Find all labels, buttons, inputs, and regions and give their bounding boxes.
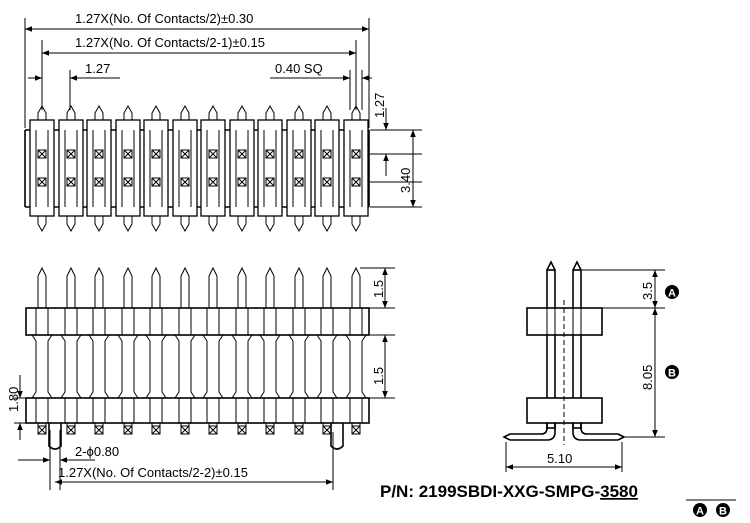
part-number-prefix: P/N: 2199SBDI-XXG-SMPG- xyxy=(380,482,600,501)
front-view: 1.5 1.5 1.80 2-ϕ0.80 1.27X(No. Of Contac… xyxy=(6,266,395,490)
dim-front-left: 1.80 xyxy=(6,387,21,412)
dim-bottom-span: 1.27X(No. Of Contacts/2-2)±0.15 xyxy=(58,465,248,480)
marker-a-icon: A xyxy=(665,285,679,300)
svg-text:P/N: 2199SBDI-XXG-SMPG-3580: P/N: 2199SBDI-XXG-SMPG-3580 xyxy=(380,482,638,501)
part-number: P/N: 2199SBDI-XXG-SMPG-3580 A B xyxy=(380,482,736,518)
front-pin xyxy=(259,266,281,435)
front-pin xyxy=(145,266,167,435)
side-view: 3.5 8.05 A B 5.10 xyxy=(502,260,679,472)
top-pin xyxy=(86,104,112,233)
dim-front-mid: 1.5 xyxy=(371,367,386,385)
top-pin xyxy=(257,104,283,233)
pn-marker-b-icon: B xyxy=(716,503,730,518)
dim-hole: 2-ϕ0.80 xyxy=(75,444,119,459)
front-locating-posts xyxy=(48,423,344,450)
marker-b-icon: B xyxy=(665,365,679,380)
front-pin xyxy=(345,266,367,435)
front-pin xyxy=(88,266,110,435)
part-number-code-b: 80 xyxy=(619,482,638,501)
top-pin xyxy=(115,104,141,233)
top-pin xyxy=(29,104,55,233)
dim-span-length: 1.27X(No. Of Contacts/2-1)±0.15 xyxy=(75,35,265,50)
front-pin xyxy=(288,266,310,435)
top-view: 1.27X(No. Of Contacts/2)±0.30 1.27X(No. … xyxy=(24,11,422,233)
svg-text:A: A xyxy=(668,288,676,300)
svg-text:B: B xyxy=(719,506,727,518)
dim-side-width: 5.10 xyxy=(547,451,572,466)
top-pin xyxy=(58,104,84,233)
dim-right-pitch: 1.27 xyxy=(372,93,387,118)
top-pin xyxy=(172,104,198,233)
dim-overall-length: 1.27X(No. Of Contacts/2)±0.30 xyxy=(75,11,253,26)
dim-pitch: 1.27 xyxy=(85,61,110,76)
top-pin xyxy=(200,104,226,233)
front-pin xyxy=(60,266,82,435)
dim-side-a: 3.5 xyxy=(640,282,655,300)
dim-front-top: 1.5 xyxy=(371,280,386,298)
dim-row-spacing: 3.40 xyxy=(398,168,413,193)
top-pin xyxy=(143,104,169,233)
front-pin xyxy=(174,266,196,435)
top-pin xyxy=(229,104,255,233)
front-view-pins xyxy=(25,266,370,450)
dim-pin-size: 0.40 SQ xyxy=(275,61,323,76)
pn-marker-a-icon: A xyxy=(693,503,707,518)
front-pin xyxy=(202,266,224,435)
svg-text:B: B xyxy=(668,368,676,380)
svg-text:A: A xyxy=(696,506,704,518)
front-pin xyxy=(316,266,338,435)
top-pin xyxy=(314,104,340,233)
front-pin xyxy=(231,266,253,435)
top-pin xyxy=(286,104,312,233)
front-pin xyxy=(31,266,53,435)
top-pin xyxy=(343,104,369,233)
front-pin xyxy=(117,266,139,435)
part-number-code-a: 35 xyxy=(600,482,619,501)
dim-side-b: 8.05 xyxy=(640,365,655,390)
top-view-pins xyxy=(24,104,370,233)
